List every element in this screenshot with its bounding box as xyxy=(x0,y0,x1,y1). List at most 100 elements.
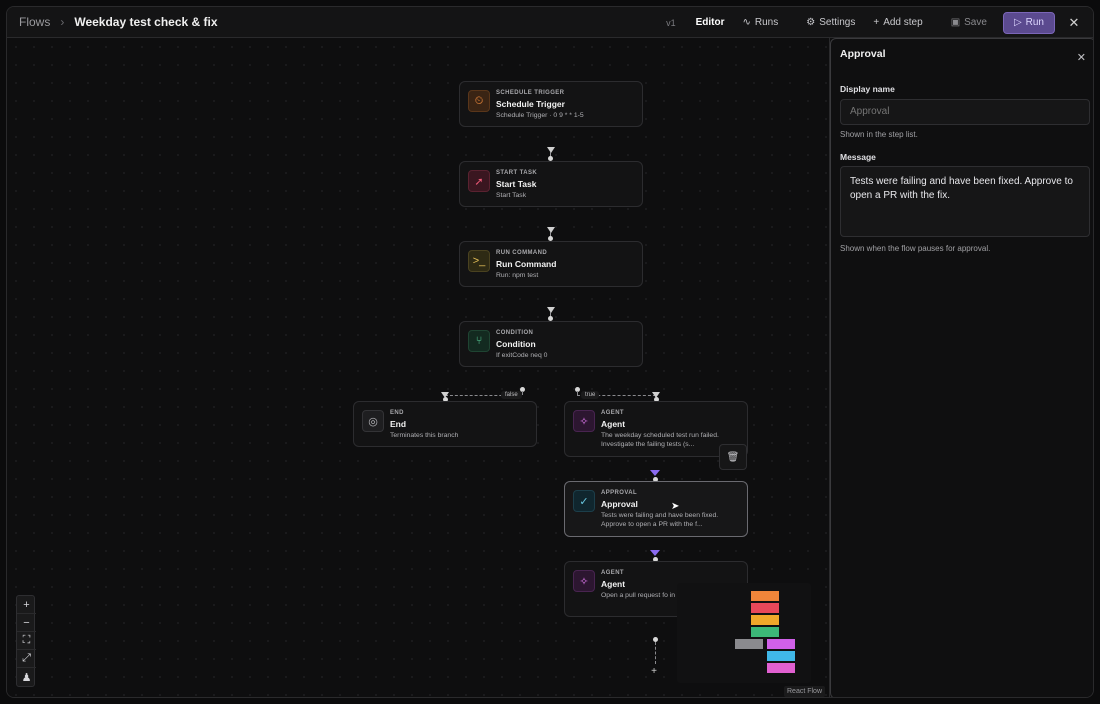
minimap-node xyxy=(767,639,795,649)
react-flow-attribution[interactable]: React Flow xyxy=(784,686,826,697)
edge-arrow xyxy=(650,550,660,556)
edge-label-false: false xyxy=(501,391,522,399)
node-handle-true[interactable] xyxy=(575,387,580,392)
chevron-right-icon: › xyxy=(60,15,65,29)
node-handle[interactable] xyxy=(653,477,658,482)
node-handle[interactable] xyxy=(443,397,448,402)
minimap-node xyxy=(751,615,779,625)
edge-arrow xyxy=(547,147,555,153)
tab-editor[interactable]: Editor xyxy=(688,12,733,34)
node-handle[interactable] xyxy=(548,316,553,321)
node-title: Start Task xyxy=(496,179,537,189)
minimap-node xyxy=(735,639,763,649)
edge-line xyxy=(577,391,578,395)
node-kind: Run Command xyxy=(496,250,548,256)
display-name-hint: Shown in the step list. xyxy=(840,130,918,139)
branch-icon: ⑂ xyxy=(468,330,490,352)
minimap-node xyxy=(751,591,779,601)
node-kind: Approval xyxy=(601,490,638,496)
fit-view-button[interactable]: ⛶ xyxy=(17,632,36,650)
edge-arrow xyxy=(650,470,660,476)
node-handle[interactable] xyxy=(653,557,658,562)
node-kind: Condition xyxy=(496,330,534,336)
trash-icon: 🗑 xyxy=(726,451,740,463)
display-name-label: Display name xyxy=(840,84,895,94)
node-condition[interactable]: ⑂ Condition Condition If exitCode neq 0 xyxy=(459,321,643,367)
settings-button[interactable]: ⚙ Settings xyxy=(798,12,863,34)
sparkles-icon: ✧ xyxy=(573,570,595,592)
plus-icon: + xyxy=(23,598,30,611)
node-handle[interactable] xyxy=(653,637,658,642)
save-button[interactable]: ▣ Save xyxy=(943,12,995,34)
add-node-plus-icon[interactable]: + xyxy=(651,666,657,677)
sparkles-icon: ✧ xyxy=(573,410,595,432)
message-label: Message xyxy=(840,152,876,162)
node-subtitle: The weekday scheduled test run failed. I… xyxy=(601,432,719,448)
toolbar: v1 Editor ∿ Runs ⚙ Settings + Add step ▣… xyxy=(666,11,1085,34)
app-window: Flows › Weekday test check & fix v1 Edit… xyxy=(6,6,1094,698)
check-circle-icon: ✓ xyxy=(573,490,595,512)
zoom-in-button[interactable]: + xyxy=(17,596,36,614)
close-panel-button[interactable]: ✕ xyxy=(1077,51,1086,64)
fullscreen-button[interactable]: ⤢ xyxy=(17,650,36,668)
node-handle-false[interactable] xyxy=(520,387,525,392)
node-end[interactable]: ◎ End End Terminates this branch xyxy=(353,401,537,447)
node-kind: Agent xyxy=(601,410,624,416)
node-kind: End xyxy=(390,410,404,416)
minimap-node xyxy=(767,651,795,661)
edge-line xyxy=(522,391,523,395)
node-start-task[interactable]: ➚ Start Task Start Task Start Task xyxy=(459,161,643,207)
node-kind: Start Task xyxy=(496,170,538,176)
node-agent[interactable]: ✧ Agent Agent The weekday scheduled test… xyxy=(564,401,748,457)
minus-icon: − xyxy=(23,616,30,629)
save-icon: ▣ xyxy=(950,17,961,28)
flow-title: Weekday test check & fix xyxy=(74,15,218,29)
minimap-node xyxy=(751,603,779,613)
node-subtitle: Open a pull request fo in this session, … xyxy=(601,592,736,599)
plus-icon: + xyxy=(873,17,880,28)
run-label: Run xyxy=(1025,17,1044,28)
edge-arrow xyxy=(441,392,449,398)
node-title: Agent xyxy=(601,579,626,589)
panel-frame: Approval ✕ Display name Shown in the ste… xyxy=(830,38,1093,697)
add-step-button[interactable]: + Add step xyxy=(865,12,930,34)
interactive-toggle-button[interactable]: ♟ xyxy=(17,668,36,686)
tab-runs[interactable]: ∿ Runs xyxy=(735,12,787,34)
breadcrumb-flows-link[interactable]: Flows xyxy=(19,15,51,29)
node-subtitle: Terminates this branch xyxy=(390,432,459,439)
node-run-command[interactable]: >_ Run Command Run Command Run: npm test xyxy=(459,241,643,287)
message-hint: Shown when the flow pauses for approval. xyxy=(840,244,991,253)
close-icon: ✕ xyxy=(1068,14,1080,30)
delete-node-button[interactable]: 🗑 xyxy=(719,444,747,470)
edge-line xyxy=(550,152,551,158)
node-title: End xyxy=(390,419,407,429)
node-kind: Schedule Trigger xyxy=(496,90,565,96)
step-config-panel: Approval ✕ Display name Shown in the ste… xyxy=(829,38,1093,697)
edge-line xyxy=(550,312,551,318)
play-icon: ▷ xyxy=(1013,17,1022,28)
node-handle[interactable] xyxy=(654,397,659,402)
node-subtitle: If exitCode neq 0 xyxy=(496,352,548,359)
display-name-input[interactable] xyxy=(840,99,1090,125)
edge-line xyxy=(655,642,656,664)
add-step-label: Add step xyxy=(883,17,923,28)
calendar-clock-icon: ⏲ xyxy=(468,90,490,112)
node-approval[interactable]: ✓ Approval Approval Tests were failing a… xyxy=(564,481,748,537)
node-schedule-trigger[interactable]: ⏲ Schedule Trigger Schedule Trigger Sche… xyxy=(459,81,643,127)
node-subtitle: Tests were failing and have been fixed. … xyxy=(601,512,719,528)
expand-icon: ⤢ xyxy=(22,652,31,664)
edge-true xyxy=(577,395,656,396)
run-button[interactable]: ▷ Run xyxy=(1002,11,1055,34)
fit-view-icon: ⛶ xyxy=(22,634,31,646)
stop-circle-icon: ◎ xyxy=(362,410,384,432)
close-window-button[interactable]: ✕ xyxy=(1063,12,1085,34)
node-handle[interactable] xyxy=(548,236,553,241)
flow-canvas[interactable]: ⏲ Schedule Trigger Schedule Trigger Sche… xyxy=(7,38,829,697)
edge-arrow xyxy=(547,227,555,233)
node-handle[interactable] xyxy=(548,156,553,161)
message-textarea[interactable]: Tests were failing and have been fixed. … xyxy=(840,166,1090,237)
tab-runs-label: Runs xyxy=(754,17,779,28)
zoom-out-button[interactable]: − xyxy=(17,614,36,632)
node-title: Agent xyxy=(601,419,626,429)
minimap[interactable] xyxy=(677,583,811,683)
